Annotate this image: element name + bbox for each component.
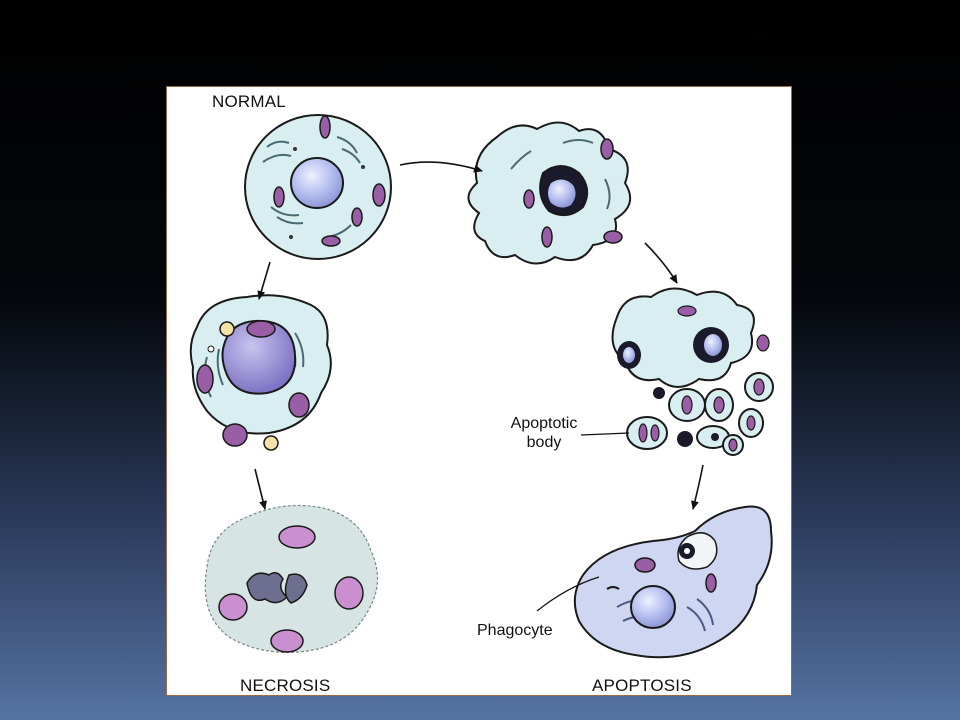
mitochondrion	[372, 183, 386, 207]
shrunken-cell	[467, 121, 632, 265]
label-phagocyte: Phagocyte	[477, 622, 553, 639]
arrow-normal-to-shrunken	[399, 161, 483, 173]
phagocyte-cell	[573, 505, 773, 659]
cell-death-diagram	[189, 114, 774, 659]
necrotic-cell	[204, 504, 379, 653]
label-apoptosis: APOPTOSIS	[592, 676, 692, 695]
figure-panel: NORMAL NECROSIS APOPTOSIS Apoptotic body…	[166, 86, 792, 696]
label-normal: NORMAL	[212, 92, 286, 111]
fragmenting-cell	[611, 287, 770, 399]
normal-nucleus	[290, 157, 344, 209]
phagocyte-pointer	[536, 576, 600, 612]
apoptotic-bodies	[626, 372, 774, 456]
phagocyte-nucleus	[630, 585, 676, 629]
label-necrosis: NECROSIS	[240, 676, 331, 695]
mitochondrion	[351, 207, 363, 227]
label-apoptotic-body-line2: body	[526, 434, 562, 451]
mitochondrion	[321, 235, 341, 247]
arrow-normal-to-swollen	[257, 261, 271, 300]
mitochondrion	[319, 115, 331, 139]
mitochondrion	[273, 186, 285, 208]
arrow-bodies-to-phagocyte	[691, 464, 704, 510]
swollen-cell	[189, 294, 332, 451]
label-apoptotic-body-line1: Apoptotic	[510, 415, 578, 432]
label-apoptotic-body: Apoptotic body	[504, 414, 584, 452]
arrow-swollen-to-necrosis	[254, 468, 267, 510]
apoptotic-body-pointer	[580, 432, 630, 436]
arrow-shrunken-to-fragmenting	[644, 242, 678, 284]
normal-cell	[244, 114, 392, 260]
